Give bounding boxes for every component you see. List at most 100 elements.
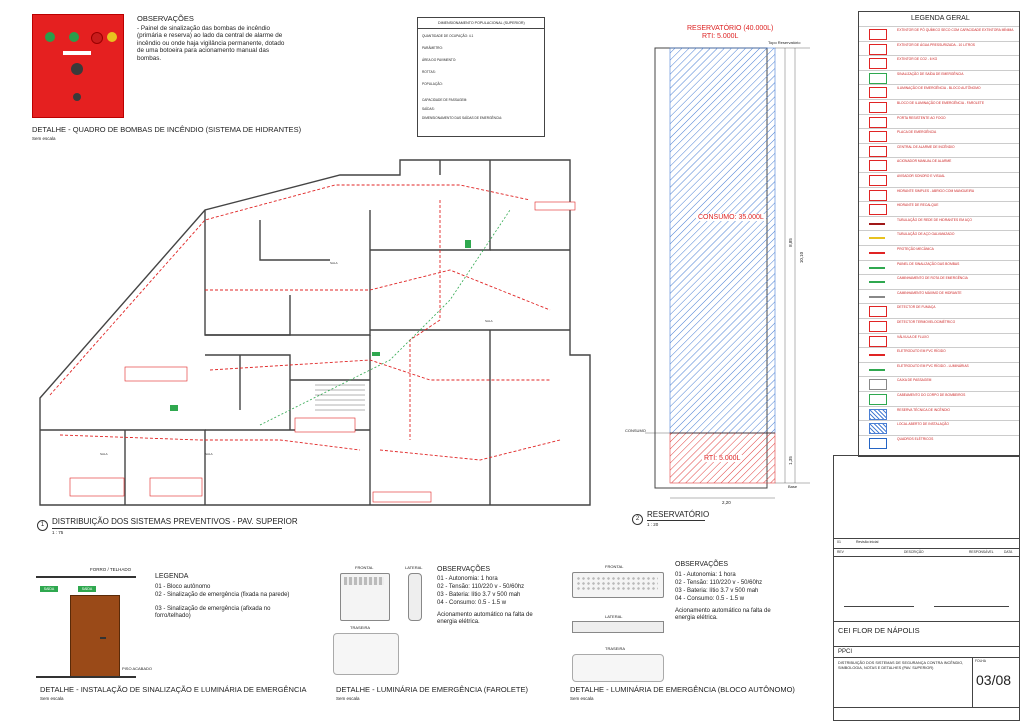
bloco-back-view [572,654,664,682]
legend-item: TUBULAÇÃO DE REDE DE HIDRANTES EM AÇO [859,215,1019,231]
floor-line [36,676,136,678]
legend-item: CENTRAL DE ALARME DE INCÊNDIO [859,142,1019,158]
reservoir-label-rti-top: RTI: 5.000L [702,33,739,40]
panel-obs-title: OBSERVAÇÕES [137,14,194,23]
legend-item-label: CAMINHAMENTO MÁXIMO DE HIDRANTE [897,290,962,295]
extinguisher-icon [170,405,178,411]
panel-detail-scale: Sem escala [32,136,56,141]
legend-item-label: HIDRANTE DE RECALQUE [897,203,939,208]
legend-item: EXTINTOR DE CO2 - 6 KG [859,55,1019,70]
bloco-obs-item: 03 - Bateria: lítio 3.7 v 500 mah [675,588,759,594]
legend-item-label: TUBULAÇÃO DE REDE DE HIDRANTES EM AÇO [897,217,972,222]
legend-item: CAMINHAMENTO DE ROTA DE EMERGÊNCIA [859,274,1019,289]
farolete-note: Acionamento automático na falta de energ… [437,612,533,625]
signature-line [934,606,1009,607]
legend-item-label: AVISADOR SONORO E VISUAL [897,174,946,178]
reservoir-dim-width: 2,20 [722,500,731,505]
legend-symbol-icon [869,408,887,420]
panel-label [63,51,91,55]
legend-item-label: CENTRAL DE ALARME DE INCÊNDIO [897,144,955,149]
legend-symbol-icon [869,266,885,269]
signage-legend-item: 03 - Sinalização de emergência (afixada … [155,606,271,619]
farolete-obs-title: OBSERVAÇÕES [437,566,491,573]
legend-item-label: CAMINHAMENTO DE ROTA DE EMERGÊNCIA [897,276,968,281]
signage-detail-scale: Sem escala [40,696,64,701]
legend-symbol-icon [869,394,887,405]
legend-item: PORTA RESISTENTE AO FOGO [859,113,1019,129]
pop-row: ROTTAS: [422,70,436,74]
plan-scale: 1 : 75 [52,530,64,535]
door-handle [100,637,106,639]
population-table-title: DIMENSIONAMENTO POPULACIONAL (SUPERIOR) [438,21,525,25]
legend-item-label: VÁLVULA DE FLUXO [897,334,929,339]
legend-item-label: CABEAMENTO DO CORPO DE BOMBEIROS [897,393,966,397]
indicator-light-red [91,32,103,44]
bloco-side-view [572,621,664,633]
population-table: DIMENSIONAMENTO POPULACIONAL (SUPERIOR) … [417,17,545,137]
wall [259,220,330,261]
rev-description: Revisão inicial [856,540,879,544]
legend-item: PLACA DE EMERGÊNCIA [859,128,1019,143]
legend-item: ILUMINAÇÃO DE EMERGÊNCIA - BLOCO AUTÔNOM… [859,84,1019,99]
pop-row: SAÍDAS: [422,107,435,111]
legend-symbol-icon [869,423,887,435]
legend-item: DETECTOR DE FUMAÇA [859,303,1019,318]
legend-item-label: PROTEÇÃO MECÂNICA [897,247,934,251]
pop-row: PARÂMETRO: [422,46,443,50]
legend-item: CABEAMENTO DO CORPO DE BOMBEIROS [859,391,1019,406]
legend-item-label: RESERVA TÉCNICA DE INCÊNDIO [897,407,950,412]
legend-item-label: BLOCO DE ILUMINAÇÃO DE EMERGÊNCIA - FARO… [897,101,985,105]
legend-item: BLOCO DE ILUMINAÇÃO DE EMERGÊNCIA - FARO… [859,99,1019,114]
pump-panel [32,14,124,118]
legend-item: EXTINTOR DE ÁGUA PRESSURIZADA - 10 LITRO… [859,40,1019,56]
sheet-number: 03/08 [976,672,1012,688]
reservoir-level-top: Topo Reservatório [768,40,801,45]
extinguisher-icon [372,352,380,356]
legend-symbol-icon [869,295,885,298]
reservoir-label-top: RESERVATÓRIO (40.000L) [687,25,774,32]
legend-symbol-icon [869,354,885,357]
col-responsible: RESPONSÁVEL [969,550,994,554]
legend-symbol-icon [869,29,887,40]
legend-item: ELETRODUTO EM PVC RÍGIDO - LUMINÁRIAS [859,361,1019,377]
legend-item-label: SINALIZAÇÃO DE SAÍDA DE EMERGÊNCIA [897,71,964,76]
legend-item: QUADROS ELÉTRICOS [859,434,1019,450]
indicator-light-green [69,32,79,42]
legend-item: EXTINTOR DE PÓ QUÍMICO SECO COM CAPACIDA… [859,26,1019,41]
sheet-label: FOLHA [975,659,986,663]
annotation-box [534,201,576,211]
farolete-lamp-row [344,577,384,585]
escape-route [259,209,511,426]
bloco-note: Acionamento automático na falta de energ… [675,608,771,621]
indicator-light-green [45,32,55,42]
legend-symbol-icon [869,204,887,216]
exit-sign-ceiling: SAÍDA [78,586,96,592]
wall [205,210,371,336]
farolete-obs-item: 04 - Consumo: 0.5 - 1.5 w [437,600,507,606]
annotation-box [149,477,203,497]
svg-text:SALA: SALA [205,452,213,456]
wall [205,354,291,430]
annotation-box [294,417,356,433]
legend-symbol-icon [869,87,887,99]
reservoir-scale: 1 : 20 [647,522,659,527]
legend-item-label: ILUMINAÇÃO DE EMERGÊNCIA - BLOCO AUTÔNOM… [897,86,981,91]
pop-row: QUANTIDADE DE OCUPAÇÃO: 4.1 [422,34,474,38]
reservoir-base-level: Base [788,484,798,489]
wall [204,210,291,336]
legend-symbol-icon [869,379,887,391]
farolete-obs-item: 02 - Tensão: 110/220 v - 50/60hz [437,584,525,590]
legend-panel: LEGENDA GERAL EXTINTOR DE PÓ QUÍMICO SEC… [858,11,1020,457]
farolete-side-view [408,573,422,621]
legend-symbol-icon [869,281,885,284]
signage-legend-item: 02 - Sinalização de emergência (fixada n… [155,592,290,598]
legend-item: HIDRANTE SIMPLES - ABRIGO COM MANGUEIRA [859,186,1019,202]
bloco-scale: Sem escala [570,696,594,701]
alarm-conduit [205,269,551,311]
legend-item-label: EXTINTOR DE CO2 - 6 KG [897,57,938,62]
legend-item-label: QUADROS ELÉTRICOS [897,436,934,441]
reservoir-consumo-level: CONSUMO [625,428,646,433]
reservoir-drawing [645,47,810,499]
farolete-back-view [333,633,399,675]
col-date: DATA [1004,550,1013,554]
